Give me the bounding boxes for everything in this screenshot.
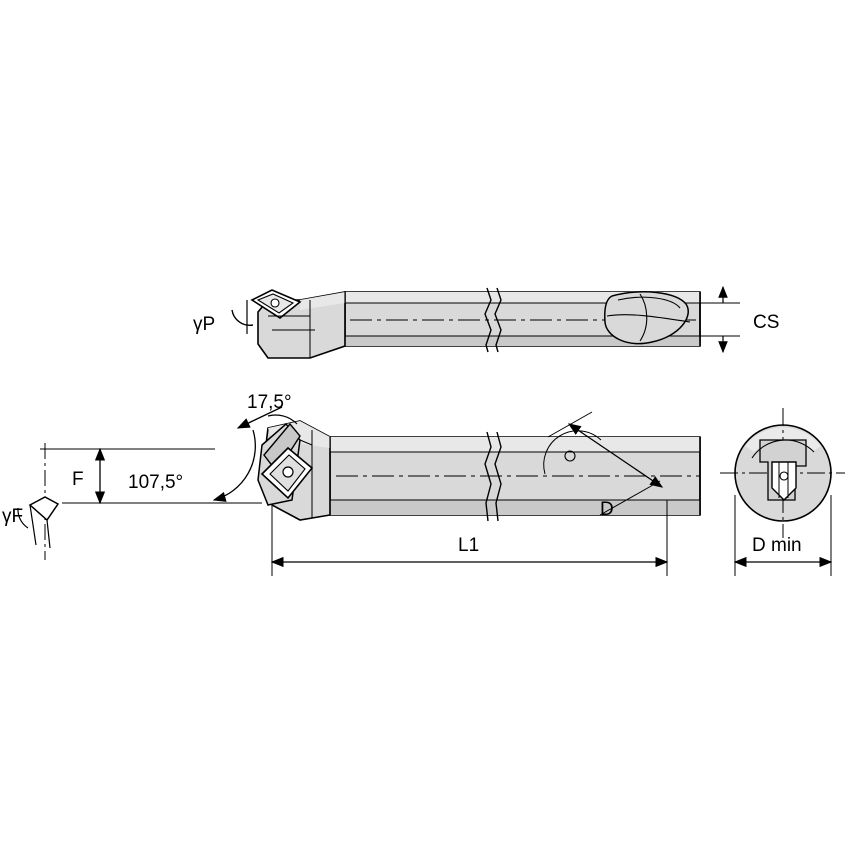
label-f: F <box>72 469 84 490</box>
top-view-shank-lowlight <box>345 336 700 346</box>
label-d: D <box>600 499 614 520</box>
side-view-shank-lowlight <box>330 500 700 515</box>
end-view: D min <box>720 408 845 576</box>
label-gamma-p: γP <box>193 314 215 335</box>
d-center-mark <box>564 450 576 462</box>
gamma-f-insert <box>28 496 60 522</box>
end-view-top-highlight <box>745 427 821 452</box>
d-hidden-arc <box>543 430 602 475</box>
angle-1075-arc <box>212 429 256 502</box>
gamma-f-arc <box>17 507 29 529</box>
top-view: γP CS <box>193 285 779 359</box>
label-gamma-f: γF <box>2 506 23 527</box>
gamma-p-arc <box>231 309 254 326</box>
label-l1: L1 <box>458 535 479 556</box>
top-view-end-pocket-inner <box>617 296 681 309</box>
top-view-break-mark-left <box>484 287 492 353</box>
top-view-insert-screw <box>270 298 280 308</box>
side-view-insert-screw <box>282 466 294 478</box>
end-view-insert <box>771 461 797 501</box>
label-angle-175: 17,5° <box>247 392 292 413</box>
top-view-end-pocket-inner-3 <box>606 314 691 323</box>
label-cs: CS <box>753 312 779 333</box>
end-view-insert-screw <box>779 471 789 481</box>
end-view-arc-detail <box>751 439 815 459</box>
side-view-break-mark-right <box>494 431 502 522</box>
side-view-shank-highlight <box>330 437 700 452</box>
top-view-head-highlight <box>300 292 345 310</box>
side-view-head-detail-3 <box>299 439 313 446</box>
d-dim-line <box>567 423 664 488</box>
label-d-min: D min <box>752 535 802 556</box>
gamma-f-insert-edge <box>29 504 51 549</box>
label-angle-1075: 107,5° <box>128 472 183 493</box>
side-view: 17,5° 107,5° F γF D L1 <box>2 392 701 576</box>
angle-175-arc <box>267 414 298 425</box>
end-view-insert-edge <box>778 462 789 498</box>
angle-175-leader <box>236 406 283 429</box>
side-view-break-mark-left <box>484 431 492 522</box>
top-view-break-mark-right <box>494 287 502 353</box>
